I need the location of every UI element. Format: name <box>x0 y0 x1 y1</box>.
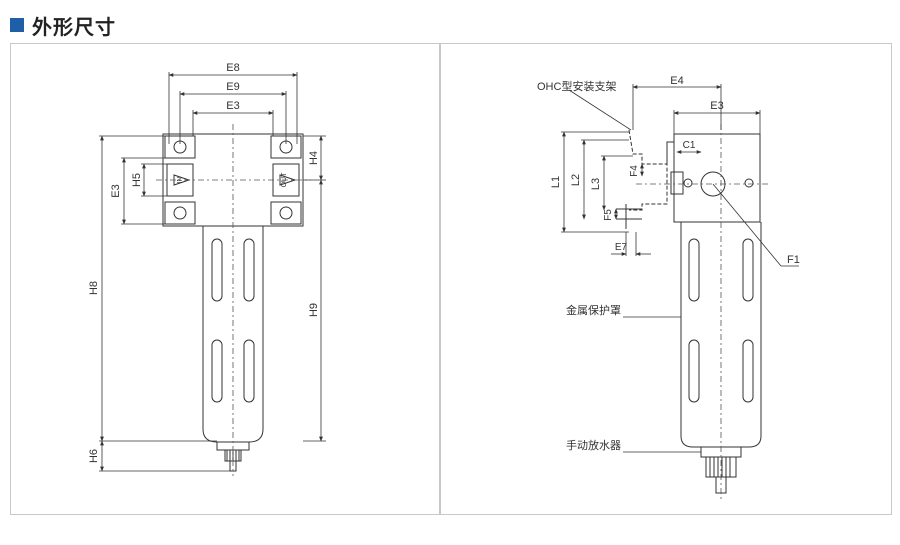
dim-e9-label: E9 <box>226 81 239 93</box>
guard-label: 金属保护罩 <box>566 303 621 317</box>
front-view-panel: E8 E9 E3 E3 H5 H4 H8 H9 H6 IN OUT <box>10 43 440 515</box>
mount-tab <box>164 201 196 225</box>
dim-l3-label: L3 <box>590 178 602 190</box>
dim-c1-label: C1 <box>683 140 696 151</box>
dim-l1-label: L1 <box>550 176 562 188</box>
bolt-hole <box>683 178 693 188</box>
dim-l2-label: L2 <box>570 174 582 186</box>
sight-slot <box>243 339 255 403</box>
dim-e3-side-label: E3 <box>110 184 122 197</box>
bolt-hole <box>279 206 293 220</box>
sight-slot <box>688 238 700 302</box>
outlet-label: OUT <box>281 172 288 188</box>
dim-h4-label: H4 <box>308 151 320 165</box>
valve-head-side <box>673 133 761 223</box>
dim-e3-label: E3 <box>710 100 723 112</box>
section-marker-icon <box>10 18 24 32</box>
dim-f4-label: F4 <box>629 165 640 177</box>
sight-slot <box>211 339 223 403</box>
dim-h9-label: H9 <box>308 303 320 317</box>
side-view-panel: E4 E3 C1 L1 L2 L3 F4 F5 E7 OHC型安装支架 F1 金… <box>440 43 892 515</box>
sight-slot <box>742 339 754 403</box>
bolt-hole <box>173 206 187 220</box>
dim-h8-label: H8 <box>88 281 100 295</box>
side-view-drawing: E4 E3 C1 L1 L2 L3 F4 F5 E7 OHC型安装支架 F1 金… <box>537 75 800 499</box>
sight-slot <box>742 238 754 302</box>
sight-slot <box>688 339 700 403</box>
dim-e4-label: E4 <box>670 75 683 87</box>
dim-e8-label: E8 <box>226 62 239 74</box>
flow-arrow-icon <box>279 174 297 186</box>
dim-f5-label: F5 <box>603 209 614 221</box>
drain-label: 手动放水器 <box>566 438 621 452</box>
dim-e7-label: E7 <box>615 242 628 253</box>
front-view-drawing: E8 E9 E3 E3 H5 H4 H8 H9 H6 IN OUT <box>88 62 326 476</box>
bracket-label: OHC型安装支架 <box>537 79 616 93</box>
mount-tab <box>270 201 302 225</box>
section-title: 外形尺寸 <box>32 14 116 39</box>
bracket-clamp <box>670 171 684 195</box>
inlet-label: IN <box>177 177 184 184</box>
dim-e3-label: E3 <box>226 100 239 112</box>
sight-slot <box>211 238 223 302</box>
f1-label: F1 <box>787 254 800 266</box>
bolt-hole <box>744 178 754 188</box>
dim-h5-label: H5 <box>131 173 143 187</box>
sight-slot <box>243 238 255 302</box>
section-header: 外形尺寸 <box>10 10 116 40</box>
dim-h6-label: H6 <box>88 449 100 463</box>
